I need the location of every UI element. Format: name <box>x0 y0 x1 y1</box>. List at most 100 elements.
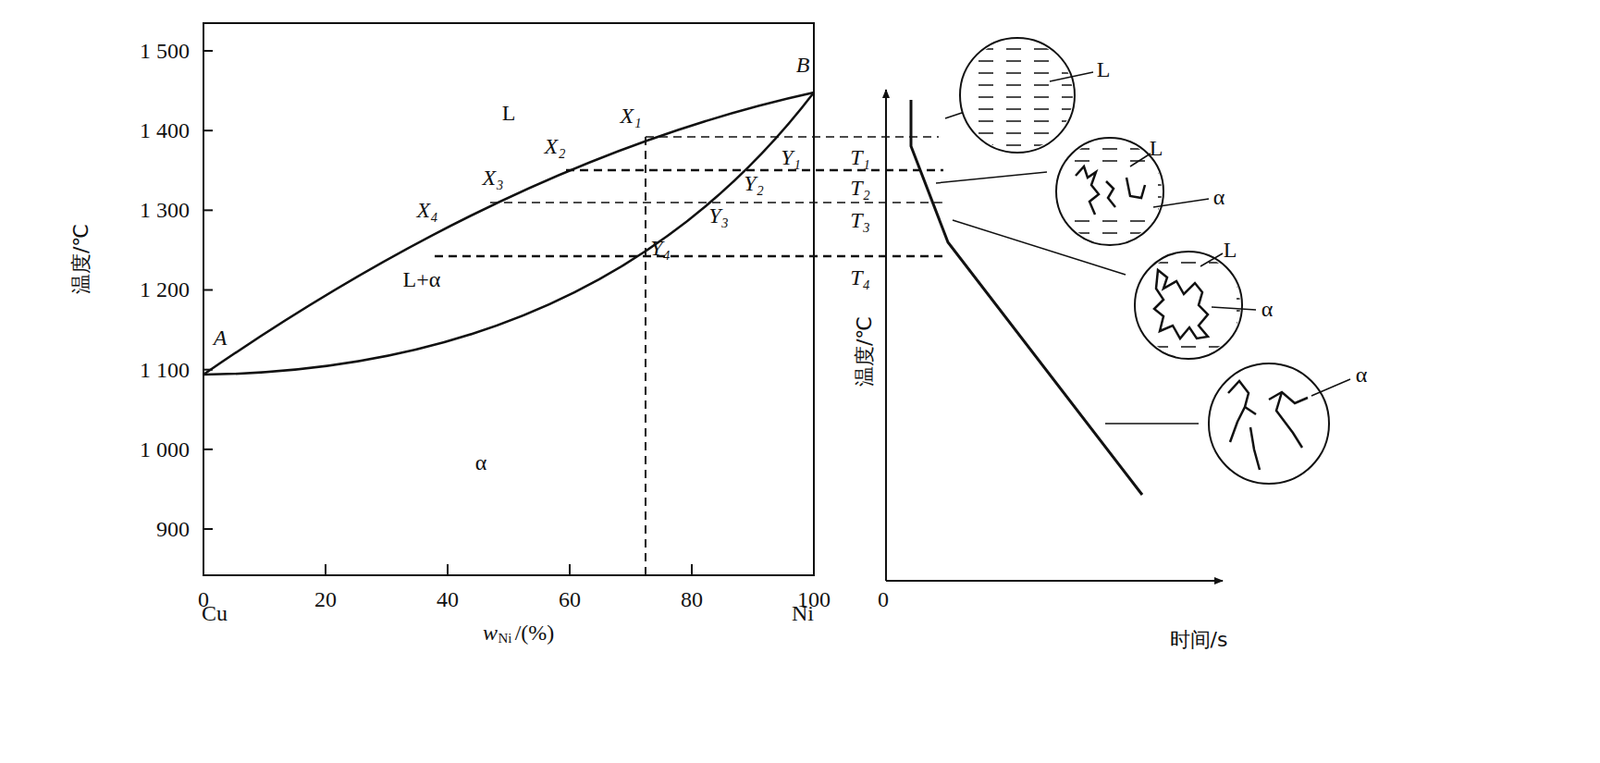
axis-label: 1 400 <box>139 119 190 142</box>
tick-stroke <box>1157 232 1173 234</box>
tick-stroke <box>978 132 994 135</box>
axis-label: 温度/℃ <box>71 223 92 295</box>
tick-stroke <box>1006 120 1022 123</box>
tick-stroke <box>1130 220 1145 222</box>
tick-stroke <box>1061 96 1077 99</box>
axis-label: 20 <box>314 588 337 611</box>
tick-stroke <box>978 84 994 87</box>
tick-stroke <box>1006 60 1022 62</box>
axis-label: L <box>1149 136 1164 160</box>
tick-stroke <box>1006 132 1022 135</box>
axis-label: 温度/℃ <box>854 316 875 387</box>
tick-stroke <box>978 120 994 123</box>
tick-stroke <box>1033 48 1049 50</box>
tick-stroke <box>1033 96 1049 99</box>
tick-stroke <box>1006 48 1022 50</box>
tick-stroke <box>446 564 449 576</box>
tick-stroke <box>1061 48 1077 50</box>
axis-label: α <box>1355 363 1368 386</box>
tick-stroke <box>1236 273 1252 276</box>
tick-stroke <box>978 60 994 62</box>
tick-stroke <box>1208 345 1224 348</box>
axis-label: X₂ <box>543 135 566 158</box>
tick-stroke <box>978 108 994 111</box>
axis-label: L <box>1223 238 1238 261</box>
axis-label: 0 <box>877 588 889 611</box>
tick-stroke <box>1033 60 1049 62</box>
tick-stroke <box>1033 144 1049 147</box>
axis-label: /(%) <box>515 621 555 644</box>
tick-stroke <box>203 528 213 530</box>
axis-label: A <box>213 326 228 349</box>
tick-stroke <box>1208 261 1224 264</box>
axis-label: 1 500 <box>139 39 190 62</box>
tick-stroke <box>203 49 213 52</box>
axis-label: Y₁ <box>780 146 801 169</box>
axis-label: 1 300 <box>139 198 190 222</box>
axis-label: L <box>1096 58 1111 81</box>
tick-stroke <box>203 448 213 451</box>
tick-stroke <box>1033 84 1049 87</box>
axis-label: 60 <box>558 588 581 611</box>
tick-stroke <box>1061 84 1077 87</box>
axis-label: Y₄ <box>650 236 671 259</box>
axis-label: L+α <box>403 268 442 291</box>
tick-stroke <box>1153 261 1169 264</box>
tick-stroke <box>1130 232 1145 234</box>
tick-stroke <box>978 96 994 99</box>
tick-stroke <box>1236 333 1252 336</box>
axis-label: B <box>796 53 811 76</box>
tick-stroke <box>1236 297 1252 300</box>
tick-stroke <box>1157 172 1173 174</box>
tick-stroke <box>1157 220 1173 222</box>
tick-stroke <box>1236 309 1252 312</box>
axis-label: Cu <box>201 602 228 625</box>
axis-label: Y₃ <box>708 204 729 227</box>
tick-stroke <box>1061 72 1077 74</box>
tick-stroke <box>1102 160 1118 162</box>
tick-stroke <box>1074 220 1090 222</box>
tick-stroke <box>1236 321 1252 324</box>
tick-stroke <box>1061 144 1077 147</box>
tick-stroke <box>1157 196 1173 198</box>
tick-stroke <box>1061 60 1077 62</box>
tick-stroke <box>203 209 213 211</box>
tick-stroke <box>690 564 693 576</box>
tick-stroke <box>1181 345 1196 348</box>
axis-label: T₃ <box>849 209 871 232</box>
tick-stroke <box>978 72 994 74</box>
tick-stroke <box>1061 108 1077 111</box>
tick-stroke <box>1181 261 1196 264</box>
tick-stroke <box>1061 120 1077 123</box>
tick-stroke <box>1157 160 1173 162</box>
tick-stroke <box>1006 96 1022 99</box>
tick-stroke <box>1157 208 1173 210</box>
tick-stroke <box>1006 108 1022 111</box>
tick-stroke <box>1006 144 1022 147</box>
axis-label: X₄ <box>416 198 438 222</box>
tick-stroke <box>978 144 994 147</box>
axis-label: 1 200 <box>139 278 190 301</box>
axis-label: Y₂ <box>743 172 764 195</box>
axis-label: 时间/s <box>1169 629 1229 651</box>
tick-stroke <box>1236 285 1252 288</box>
tick-stroke <box>1102 147 1118 150</box>
tick-stroke <box>1074 160 1090 162</box>
tick-stroke <box>203 289 213 292</box>
axis-label: 1 000 <box>139 438 190 461</box>
axis-label: 40 <box>436 588 459 611</box>
tick-stroke <box>978 48 994 50</box>
tick-stroke <box>1074 232 1090 234</box>
axis-label: T₁ <box>849 146 871 169</box>
tick-stroke <box>1061 132 1077 135</box>
axis-label: L <box>502 101 517 124</box>
axis-label: Ni <box>791 602 814 625</box>
axis-label: 80 <box>680 588 703 611</box>
axis-label: T₄ <box>849 266 871 289</box>
axis-label: 900 <box>156 517 190 541</box>
tick-stroke <box>324 564 327 576</box>
tick-stroke <box>1074 147 1090 150</box>
axis-label: α <box>475 451 488 474</box>
tick-stroke <box>1033 108 1049 111</box>
tick-stroke <box>1033 132 1049 135</box>
